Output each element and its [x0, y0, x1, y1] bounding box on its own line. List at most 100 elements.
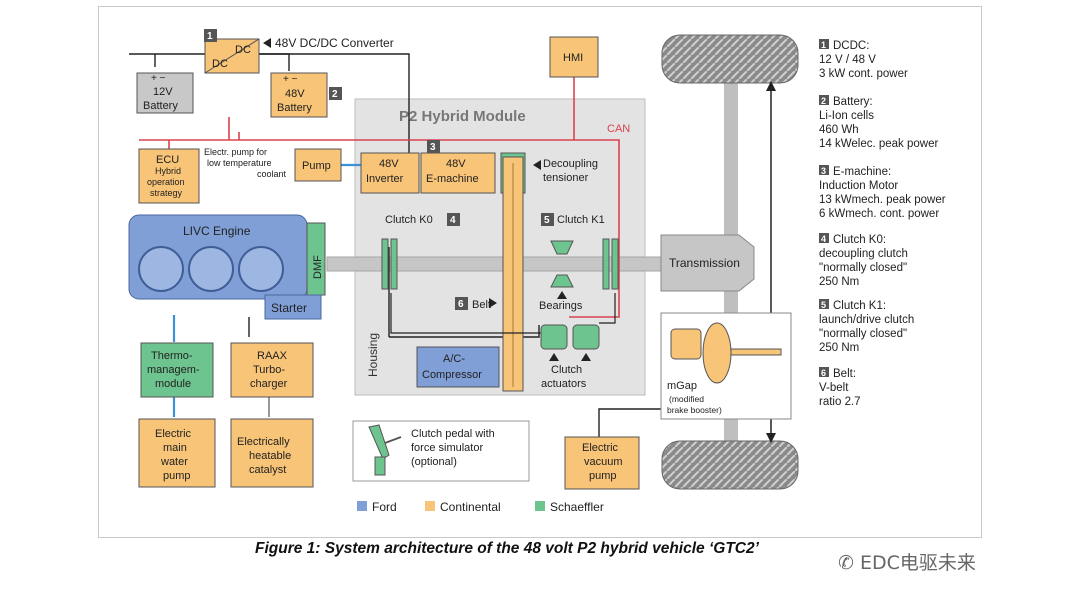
coolant-pump	[294, 148, 342, 182]
svg-text:6: 6	[458, 299, 464, 310]
svg-text:Belt:: Belt:	[833, 368, 856, 380]
svg-text:heatable: heatable	[249, 450, 291, 462]
svg-text:Clutch pedal with: Clutch pedal with	[411, 428, 495, 440]
cylinder	[138, 246, 184, 292]
battery-48v	[270, 72, 328, 118]
transmission	[660, 234, 755, 292]
badge-1	[204, 29, 217, 42]
cylinder	[188, 246, 234, 292]
svg-text:charger: charger	[250, 378, 288, 390]
svg-text:+ −: + −	[283, 74, 298, 85]
svg-text:DCDC:: DCDC:	[833, 40, 869, 52]
svg-text:Pump: Pump	[302, 160, 331, 172]
svg-text:6: 6	[821, 368, 826, 378]
svg-text:Clutch K1: Clutch K1	[557, 214, 605, 226]
svg-text:Inverter: Inverter	[366, 173, 404, 185]
svg-text:(modified: (modified	[669, 394, 704, 404]
svg-text:Clutch K0:: Clutch K0:	[833, 234, 886, 246]
clutch-k1	[602, 238, 610, 290]
svg-text:DC: DC	[235, 44, 251, 56]
legend-swatch-ford	[357, 501, 367, 511]
svg-text:mGap: mGap	[667, 380, 697, 392]
svg-text:3: 3	[821, 166, 826, 176]
figure-caption: Figure 1: System architecture of the 48 …	[255, 540, 759, 557]
svg-text:Battery: Battery	[143, 100, 178, 112]
svg-text:12 V / 48 V: 12 V / 48 V	[819, 54, 876, 66]
svg-text:brake booster): brake booster)	[667, 405, 722, 415]
bearing-bottom	[550, 274, 574, 288]
svg-text:250 Nm: 250 Nm	[819, 342, 859, 354]
dcdc-label: 48V DC/DC Converter	[275, 36, 394, 50]
svg-text:coolant: coolant	[257, 169, 287, 179]
badge-2	[329, 87, 342, 100]
raax-turbocharger	[230, 342, 314, 398]
svg-text:Decoupling: Decoupling	[543, 158, 598, 170]
svg-text:2: 2	[332, 89, 338, 100]
svg-text:Battery:: Battery:	[833, 96, 873, 108]
housing-label: Housing	[366, 333, 380, 377]
svg-text:Turbo-: Turbo-	[253, 364, 285, 376]
svg-text:E-machine: E-machine	[426, 173, 479, 185]
svg-text:pump: pump	[589, 470, 617, 482]
svg-text:"normally closed": "normally closed"	[819, 328, 907, 340]
inverter	[360, 152, 420, 194]
svg-text:48V: 48V	[285, 88, 305, 100]
svg-text:Thermo-: Thermo-	[151, 350, 193, 362]
svg-text:5: 5	[544, 215, 550, 226]
can-bus	[139, 77, 620, 318]
legend-schaeffler: Schaeffler	[550, 500, 604, 514]
thermo-management-module	[140, 342, 214, 398]
svg-text:V-belt: V-belt	[819, 382, 849, 394]
svg-text:managem-: managem-	[147, 364, 200, 376]
svg-text:Clutch K0: Clutch K0	[385, 214, 433, 226]
watermark: ✆ EDC电驱未来	[838, 552, 976, 574]
svg-text:DMF: DMF	[312, 255, 324, 279]
svg-text:460 Wh: 460 Wh	[819, 124, 859, 136]
front-wheel	[661, 34, 799, 84]
svg-text:+ −: + −	[151, 73, 166, 84]
ecu	[138, 148, 200, 204]
badge-3	[427, 140, 440, 153]
svg-text:2: 2	[821, 96, 826, 106]
svg-text:48V: 48V	[379, 158, 399, 170]
ac-compressor	[416, 346, 500, 388]
legend-swatch-schaeffler	[535, 501, 545, 511]
svg-text:A/C-: A/C-	[443, 353, 465, 365]
arrow-icon	[263, 38, 271, 48]
svg-text:4: 4	[450, 215, 456, 226]
brake-booster-icon	[670, 322, 782, 384]
svg-text:E-machine:: E-machine:	[833, 166, 891, 178]
svg-text:Clutch: Clutch	[551, 364, 582, 376]
arrow-icon	[766, 433, 776, 443]
legend-swatch-continental	[425, 501, 435, 511]
svg-text:Electr. pump for: Electr. pump for	[204, 147, 267, 157]
svg-text:3: 3	[430, 142, 436, 153]
can-label: CAN	[607, 123, 630, 135]
svg-text:Bearings: Bearings	[539, 300, 583, 312]
bearing-top	[550, 240, 574, 255]
svg-text:Electric: Electric	[582, 442, 619, 454]
svg-text:decoupling clutch: decoupling clutch	[819, 248, 908, 260]
power-wiring	[129, 53, 661, 437]
architecture-diagram: P2 Hybrid Module Housing CAN	[128, 29, 946, 514]
svg-text:14 kWelec. peak power: 14 kWelec. peak power	[819, 138, 938, 150]
electric-vacuum-pump	[564, 436, 640, 490]
legend-ford: Ford	[372, 500, 397, 514]
rear-wheel	[661, 440, 799, 490]
svg-text:ECU: ECU	[156, 154, 179, 166]
heatable-catalyst	[230, 418, 314, 488]
svg-text:Transmission: Transmission	[669, 256, 740, 270]
svg-text:"normally closed": "normally closed"	[819, 262, 907, 274]
svg-text:low temperature: low temperature	[207, 158, 272, 168]
svg-text:Clutch K1:: Clutch K1:	[833, 300, 886, 312]
svg-text:(optional): (optional)	[411, 456, 457, 468]
spec-1: 1 DCDC: 12 V / 48 V 3 kW cont. power	[819, 39, 908, 80]
badge-4	[447, 213, 460, 226]
badge-6	[455, 297, 468, 310]
badge-5	[541, 213, 554, 226]
svg-text:4: 4	[821, 234, 826, 244]
p2-module-label: P2 Hybrid Module	[399, 108, 526, 125]
clutch-k0	[381, 238, 389, 290]
spec-3: 3 E-machine: Induction Motor 13 kWmech. …	[819, 165, 946, 220]
svg-text:module: module	[155, 378, 191, 390]
